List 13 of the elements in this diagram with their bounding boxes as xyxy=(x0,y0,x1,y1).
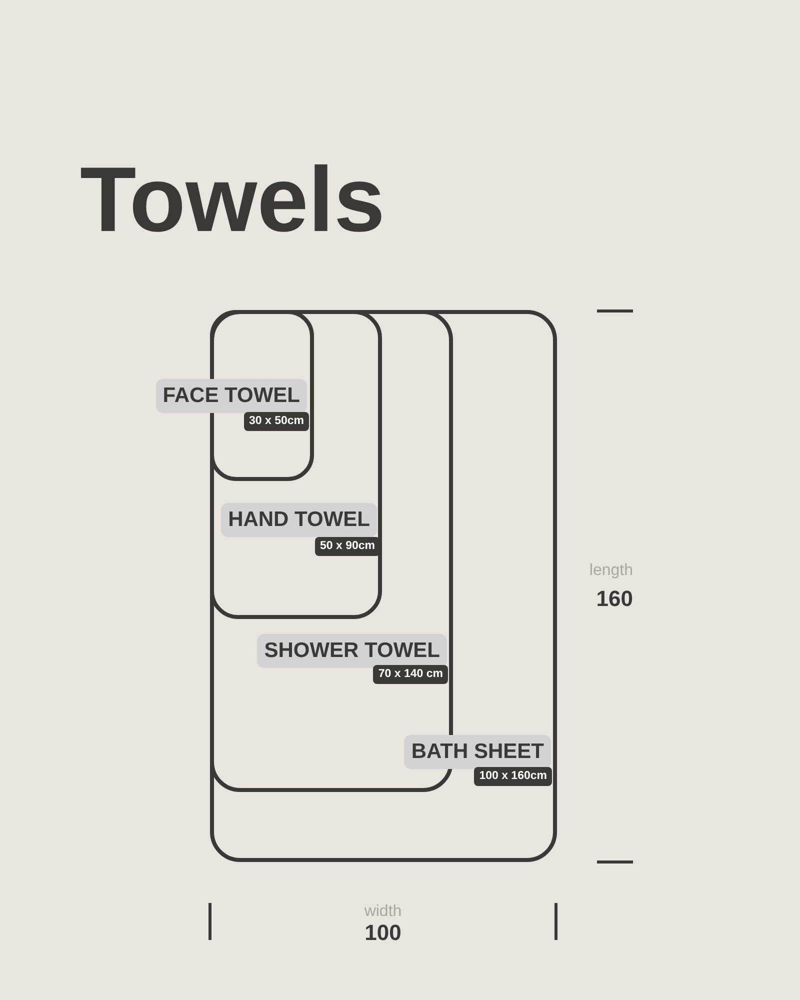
dimension-value: 160 xyxy=(596,587,633,611)
size-tag: 70 x 140 cm xyxy=(373,665,448,684)
towel-name-label: FACE TOWEL xyxy=(156,379,307,413)
towel-name-label: SHOWER TOWEL xyxy=(257,634,447,668)
towel-name-label: BATH SHEET xyxy=(404,735,551,769)
size-tag: 50 x 90cm xyxy=(315,537,380,556)
size-tag: 100 x 160cm xyxy=(474,767,552,786)
towel-name-label: HAND TOWEL xyxy=(221,503,377,537)
dimension-value: 100 xyxy=(364,921,402,945)
size-tag: 30 x 50cm xyxy=(244,412,309,431)
dimension-label: length xyxy=(589,561,633,581)
dimension-label: width xyxy=(364,902,402,922)
title: Towels xyxy=(80,150,386,250)
